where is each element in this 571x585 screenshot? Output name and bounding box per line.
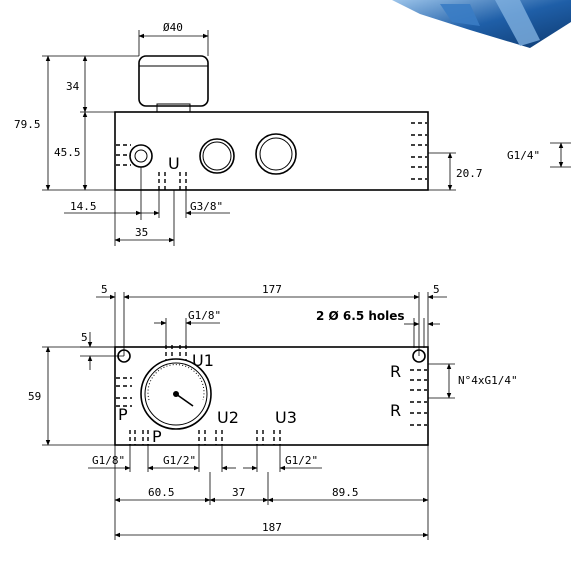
port-u3: U3 xyxy=(275,408,297,427)
top-view: Ø40 U xyxy=(14,21,571,246)
dim-port-distance: 35 xyxy=(135,226,148,239)
block-body-top xyxy=(114,111,429,191)
front-view: U1 P P U2 U3 R R 177 5 5 2 Ø 6.5 holes G… xyxy=(28,283,518,540)
dim-seg-3: 89.5 xyxy=(332,486,359,499)
dim-total-length: 177 xyxy=(262,283,282,296)
port-center-2 xyxy=(255,133,297,175)
dim-seg-1: 60.5 xyxy=(148,486,175,499)
block-body-front xyxy=(114,346,429,446)
thread-side: G1/4" xyxy=(507,149,540,162)
dim-edge-top: 5 xyxy=(81,331,88,344)
port-center-1 xyxy=(199,138,235,174)
dim-right-height: 20.7 xyxy=(456,167,483,180)
note-ports: N°4xG1/4" xyxy=(458,374,518,387)
dim-edge-right: 5 xyxy=(433,283,440,296)
dim-seg-2: 37 xyxy=(232,486,245,499)
left-port xyxy=(116,144,153,168)
pressure-gauge xyxy=(140,358,212,430)
dim-overall: 187 xyxy=(262,521,282,534)
holes-note: 2 Ø 6.5 holes xyxy=(316,309,405,323)
dim-total-height: 79.5 xyxy=(14,118,41,131)
dim-diameter: Ø40 xyxy=(163,21,183,34)
port-u2: U2 xyxy=(217,408,239,427)
thread-g12-b: G1/2" xyxy=(285,454,318,467)
product-photo-fragment xyxy=(392,0,571,48)
port-u1: U1 xyxy=(192,351,214,370)
thread-g18-top: G1/8" xyxy=(188,309,221,322)
dim-left-offset: 14.5 xyxy=(70,200,97,213)
right-thread-hatch xyxy=(411,122,427,180)
dim-block-height: 45.5 xyxy=(54,146,81,159)
port-r-bottom: R xyxy=(390,401,401,420)
port-p-left: P xyxy=(118,405,128,424)
port-p-bottom: P xyxy=(152,427,162,446)
knob-cap xyxy=(138,55,209,107)
dim-cap-height: 34 xyxy=(66,80,80,93)
thread-g12-a: G1/2" xyxy=(163,454,196,467)
thread-g18-bottom: G1/8" xyxy=(92,454,125,467)
dim-edge-left: 5 xyxy=(101,283,108,296)
dim-height: 59 xyxy=(28,390,41,403)
thread-g38: G3/8" xyxy=(190,200,223,213)
port-r-top: R xyxy=(390,362,401,381)
port-label-u: U xyxy=(168,154,180,173)
